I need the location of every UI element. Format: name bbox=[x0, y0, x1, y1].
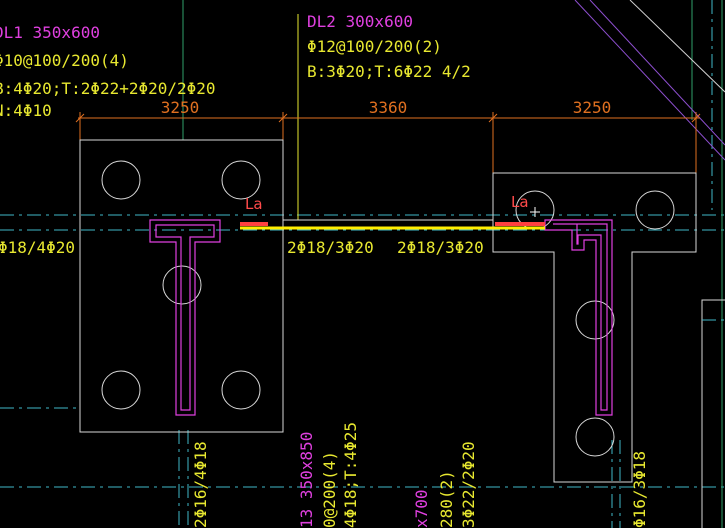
dimension-tick bbox=[488, 113, 498, 123]
vertical-partial-3[interactable]: 3Φ22/2Φ20 bbox=[459, 441, 478, 528]
anchorage-label-left[interactable]: La bbox=[245, 195, 263, 213]
vertical-beam-stirrup[interactable]: 0@200(4) bbox=[320, 451, 339, 528]
dl1-rebar[interactable]: B:4Φ20;T:2Φ22+2Φ20/2Φ20 bbox=[0, 79, 216, 98]
pile-cap-outline bbox=[492, 172, 697, 483]
anchorage-label-right[interactable]: La bbox=[511, 193, 529, 211]
column-section-outline bbox=[544, 219, 613, 416]
vertical-partial-1[interactable]: x700 bbox=[412, 489, 431, 528]
left-column[interactable] bbox=[149, 219, 221, 416]
pile-circle bbox=[221, 370, 261, 410]
diagonal-line bbox=[589, 0, 725, 146]
pile-circle bbox=[162, 265, 202, 305]
pile-circle bbox=[575, 417, 615, 457]
left-span-rebar[interactable]: Φ18/4Φ20 bbox=[0, 238, 75, 257]
dimension-middle[interactable]: 3360 bbox=[369, 98, 408, 117]
dimension-left[interactable]: 3250 bbox=[161, 98, 200, 117]
edge-pile-cap bbox=[701, 299, 725, 528]
column-section-inner bbox=[553, 223, 608, 411]
vertical-beam-rebar[interactable]: 4Φ18;T:4Φ25 bbox=[341, 422, 360, 528]
dl2-stirrup[interactable]: Φ12@100/200(2) bbox=[307, 37, 442, 56]
dimension-lines bbox=[75, 112, 701, 173]
dl1-title[interactable]: DL1 350x600 bbox=[0, 23, 100, 42]
pile-circle bbox=[221, 160, 261, 200]
pile-circle bbox=[101, 160, 141, 200]
left-pile-cap[interactable] bbox=[79, 139, 284, 433]
tie-beam[interactable] bbox=[240, 219, 545, 230]
vertical-beam-title[interactable]: 13 350x850 bbox=[297, 432, 316, 528]
reference-lines bbox=[182, 0, 725, 528]
dl2-rebar[interactable]: B:3Φ20;T:6Φ22 4/2 bbox=[307, 62, 471, 81]
diagonal-line bbox=[629, 0, 725, 93]
pile-circle bbox=[635, 190, 675, 230]
right-column[interactable] bbox=[544, 219, 613, 416]
dimension-tick bbox=[75, 113, 85, 123]
column-section-outline bbox=[149, 219, 221, 416]
pile-cap-outline bbox=[79, 139, 284, 433]
cursor-crosshair bbox=[530, 207, 540, 217]
vertical-partial-2[interactable]: 280(2) bbox=[437, 470, 456, 528]
diagonal-line bbox=[574, 0, 725, 161]
column-section-inner bbox=[155, 224, 215, 411]
mid-span-rebar-1[interactable]: 2Φ18/3Φ20 bbox=[287, 238, 374, 257]
dimension-tick bbox=[278, 113, 288, 123]
vertical-rebar-right[interactable]: Φ16/3Φ18 bbox=[630, 451, 649, 528]
pile-cap-outline bbox=[701, 299, 725, 528]
dl2-title[interactable]: DL2 300x600 bbox=[307, 12, 413, 31]
mid-span-rebar-2[interactable]: 2Φ18/3Φ20 bbox=[397, 238, 484, 257]
dimension-right[interactable]: 3250 bbox=[573, 98, 612, 117]
pile-circle bbox=[575, 300, 615, 340]
dl1-stirrup[interactable]: Φ10@100/200(4) bbox=[0, 51, 129, 70]
pile-circle bbox=[101, 370, 141, 410]
dimension-tick bbox=[691, 113, 701, 123]
dl1-side-rebar[interactable]: N:4Φ10 bbox=[0, 101, 52, 120]
vertical-rebar-1[interactable]: 2Φ16/4Φ18 bbox=[191, 441, 210, 528]
